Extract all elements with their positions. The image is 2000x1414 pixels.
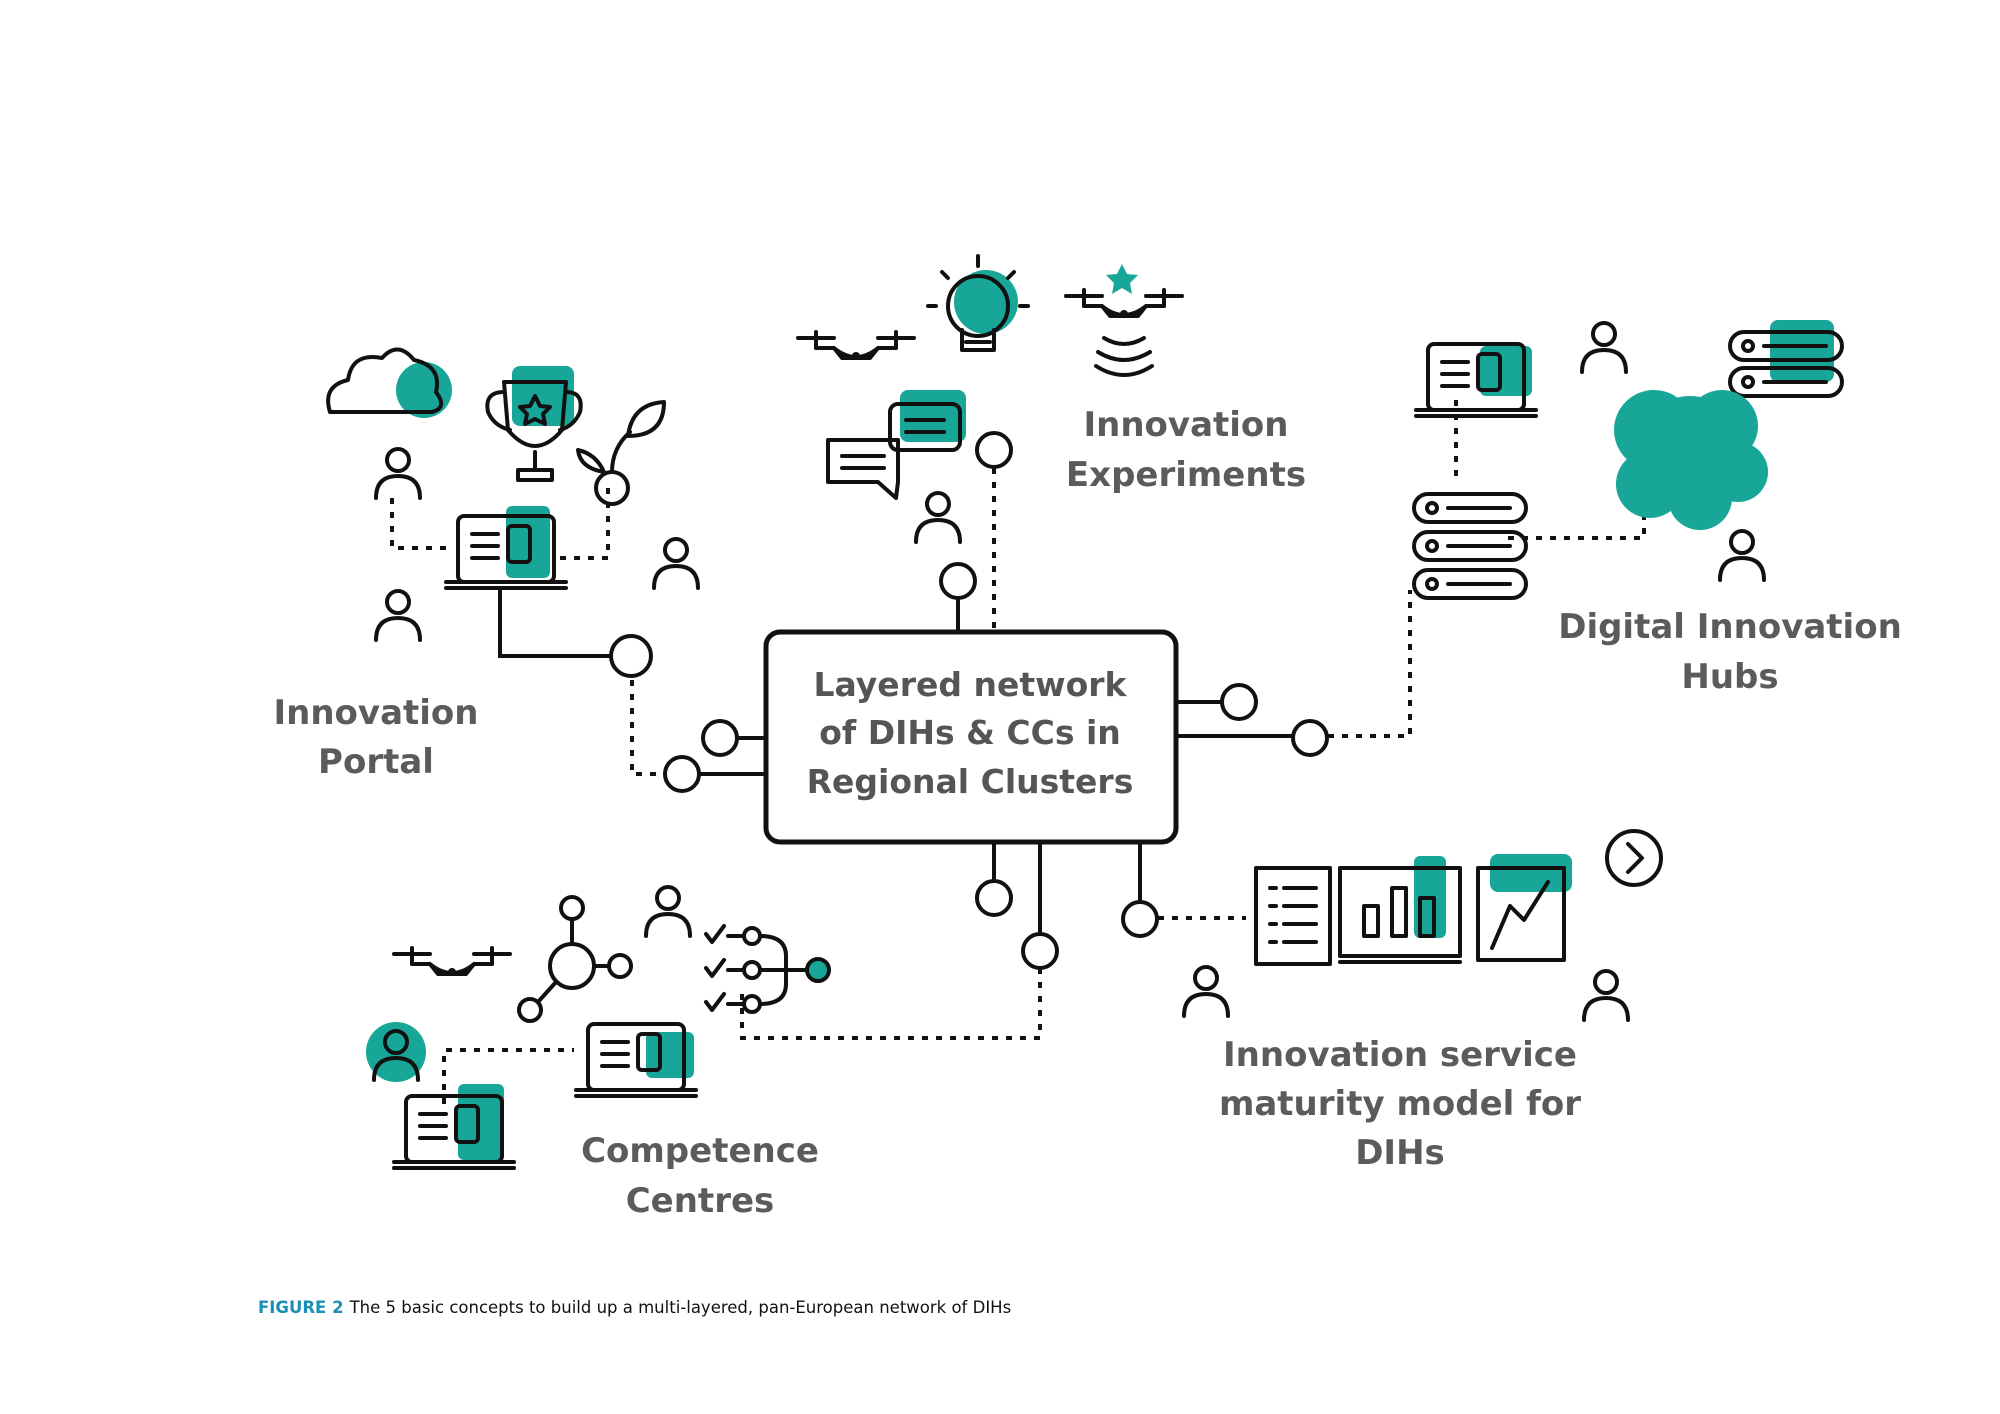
laptop-icon [574,1022,698,1098]
person-icon [914,491,962,544]
list-document-icon [1254,866,1332,966]
server-rack-icon [1728,320,1844,398]
figure-label: FIGURE 2 [258,1298,344,1317]
person-icon [652,537,700,590]
innovation-experiments-label-line-1: Innovation [1084,405,1289,445]
person-icon [644,885,692,938]
maturity-model-label-line-1: Innovation service [1223,1035,1577,1075]
person-icon [1718,529,1766,582]
server-stack-icon [1412,492,1528,600]
laptop-icon [392,1084,516,1170]
person-icon [374,447,422,500]
center-label-line-2: of DIHs & CCs in [819,713,1121,752]
drone-icon [796,330,916,362]
chat-icon [826,390,966,500]
innovation-portal-label-line-2: Portal [318,742,434,782]
drone-star-icon [1064,264,1184,377]
person-icon [1580,321,1628,374]
innovation-portal-label-line-1: Innovation [274,693,479,733]
person-icon [374,589,422,642]
laptop-icon [444,506,568,590]
center-label-line-1: Layered network [814,665,1128,704]
network-hub-icon [517,895,633,1023]
figure-caption: FIGURE 2 The 5 basic concepts to build up… [258,1298,1011,1317]
person-icon [1182,965,1230,1018]
digital-innovation-hubs-label-line-2: Hubs [1681,657,1778,697]
lightbulb-icon [926,254,1030,352]
innovation-experiments-label-line-2: Experiments [1066,455,1306,495]
checklist-icon [704,924,831,1014]
competence-centres-label-line-2: Centres [626,1181,775,1221]
innovation-portal-group: Innovation Portal [274,347,700,782]
network-cloud-icon [1614,390,1768,530]
maturity-model-label-line-2: maturity model for [1219,1084,1581,1124]
digital-innovation-hubs-label-line-1: Digital Innovation [1558,607,1902,647]
person-icon [1582,969,1630,1022]
competence-centres-label-line-1: Competence [581,1131,819,1171]
connector-nodes [609,431,1329,970]
innovation-experiments-group: Innovation Experiments [796,254,1306,544]
competence-centres-group: Competence Centres [366,885,831,1221]
chevron-right-icon [1605,829,1663,887]
cloud-icon [326,347,452,418]
avatar-icon [366,1022,426,1082]
line-chart-icon [1476,854,1572,962]
caption-text: The 5 basic concepts to build up a multi… [349,1298,1012,1317]
laptop-icon [1414,342,1538,418]
maturity-model-label-line-3: DIHs [1355,1133,1445,1173]
maturity-model-group: Innovation service maturity model for DI… [1182,829,1663,1173]
plant-icon [576,400,666,506]
central-network-box: Layered network of DIHs & CCs in Regiona… [763,629,1179,845]
digital-innovation-hubs-group: Digital Innovation Hubs [1412,320,1902,697]
bar-chart-icon [1338,856,1462,964]
drone-icon [392,946,512,978]
trophy-icon [485,366,583,482]
center-label-line-3: Regional Clusters [807,762,1134,801]
